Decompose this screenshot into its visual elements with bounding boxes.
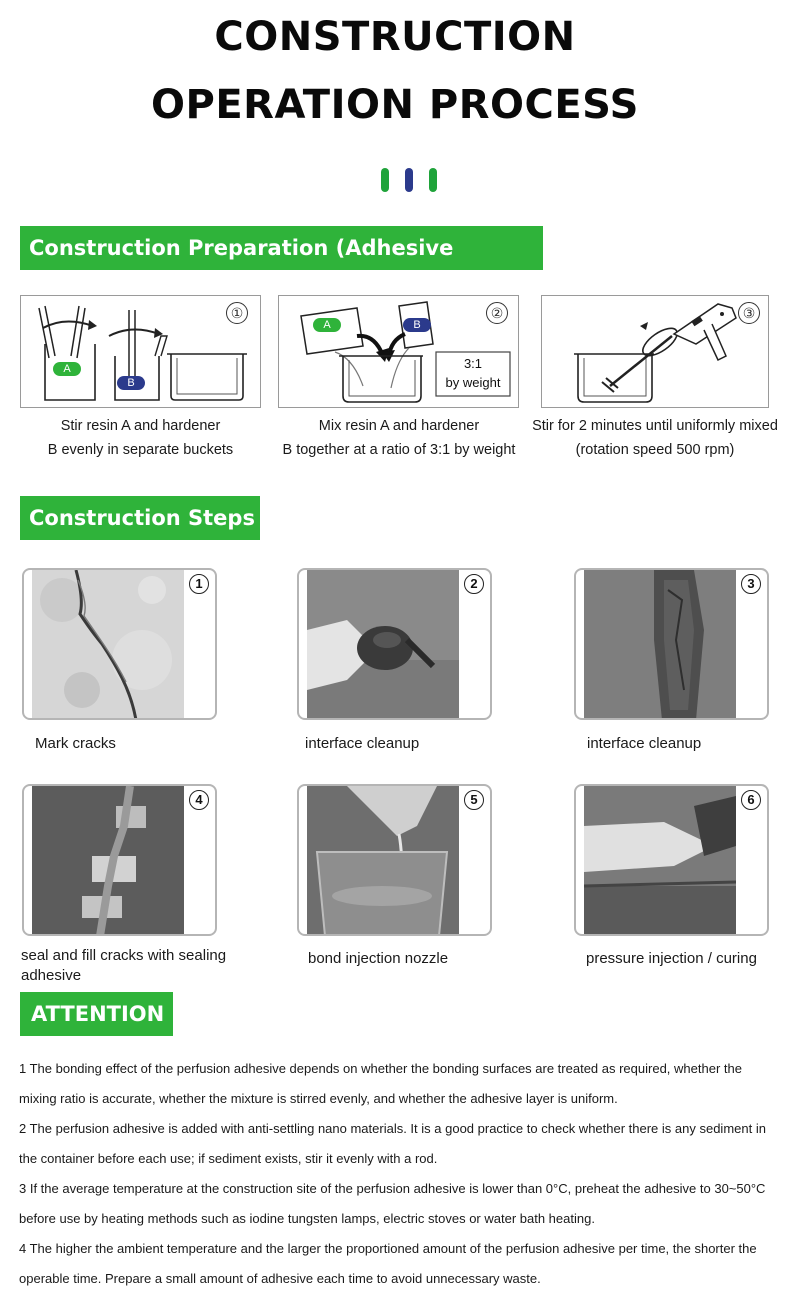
step-number-3: 3: [741, 574, 761, 594]
step-number-5: 5: [464, 790, 484, 810]
prep-caption-1-line-1: Stir resin A and hardener: [60, 418, 221, 434]
attention-item-3: 3 If the average temperature at the cons…: [19, 1181, 766, 1226]
cleaned-crack-photo: [584, 570, 736, 718]
page-title-line-1: CONSTRUCTION: [214, 14, 576, 60]
dot-3: [429, 168, 437, 192]
ratio-unit: by weight: [445, 375, 501, 390]
prep-illustration-2: A B 3:1 by weight ②: [278, 295, 519, 408]
prep-number-1: ①: [226, 302, 248, 324]
prep-caption-3-line-1: Stir for 2 minutes until uniformly mixed: [532, 418, 778, 434]
step-number-2: 2: [464, 574, 484, 594]
prep-number-2: ②: [486, 302, 508, 324]
step-label-3: interface cleanup: [587, 735, 702, 752]
hardener-b-badge: B: [117, 376, 145, 390]
step-label-4: seal and fill cracks with sealing adhesi…: [21, 947, 227, 984]
prep-illustration-1: A B ①: [20, 295, 261, 408]
section-heading-preparation: Construction Preparation (Adhesive Mixin…: [20, 226, 543, 304]
adhesive-pouring-photo: [307, 786, 459, 934]
prep-caption-3: Stir for 2 minutes until uniformly mixed…: [522, 414, 788, 462]
step-card-5: 5: [297, 784, 492, 936]
step-label-5: bond injection nozzle: [308, 950, 449, 967]
step-number-1: 1: [189, 574, 209, 594]
prep-caption-1-line-2: B evenly in separate buckets: [47, 442, 234, 458]
stirring-buckets-illustration: [38, 305, 247, 401]
prep-illustration-3: ③: [541, 295, 769, 408]
attention-item-1: 1 The bonding effect of the perfusion ad…: [19, 1061, 742, 1106]
brush-cleaning-photo: [307, 570, 459, 718]
step-card-4: 4: [22, 784, 217, 936]
prep-caption-2-line-2: B together at a ratio of 3:1 by weight: [282, 442, 516, 458]
attention-item-2: 2 The perfusion adhesive is added with a…: [19, 1121, 766, 1166]
step-number-6: 6: [741, 790, 761, 810]
prep-caption-2-line-1: Mix resin A and hardener: [318, 418, 480, 434]
dot-1: [381, 168, 389, 192]
prep-caption-2: Mix resin A and hardener B together at a…: [270, 414, 528, 462]
step-card-2: 2: [297, 568, 492, 720]
step-number-4: 4: [189, 790, 209, 810]
resin-a-badge: A: [313, 318, 341, 332]
step-card-3: 3: [574, 568, 769, 720]
step-card-1: 1: [22, 568, 217, 720]
marked-crack-photo: [32, 570, 184, 718]
prep-caption-1: Stir resin A and hardener B evenly in se…: [20, 414, 261, 462]
step-card-6: 6: [574, 784, 769, 936]
prep-number-3: ③: [738, 302, 760, 324]
sealed-crack-photo: [32, 786, 184, 934]
step-label-6: pressure injection / curing: [586, 950, 757, 967]
prep-caption-3-line-2: (rotation speed 500 rpm): [575, 442, 735, 458]
section-heading-steps: Construction Steps: [20, 496, 260, 540]
resin-a-badge: A: [53, 362, 81, 376]
ratio-value: 3:1: [463, 356, 483, 371]
drill-mixing-illustration: [574, 303, 737, 403]
section-heading-attention: ATTENTION: [20, 992, 173, 1036]
page-title-line-2: OPERATION PROCESS: [151, 82, 639, 128]
ratio-label: 3:1 by weight: [436, 354, 510, 392]
attention-item-4: 4 The higher the ambient temperature and…: [19, 1241, 757, 1286]
hardener-b-badge: B: [403, 318, 431, 332]
mixing-bucket-illustration: [300, 301, 511, 403]
step-label-1: Mark cracks: [35, 735, 116, 752]
dot-2: [405, 168, 413, 192]
attention-list: 1 The bonding effect of the perfusion ad…: [19, 1054, 771, 1294]
pressure-injection-photo: [584, 786, 736, 934]
step-label-2: interface cleanup: [305, 735, 420, 752]
